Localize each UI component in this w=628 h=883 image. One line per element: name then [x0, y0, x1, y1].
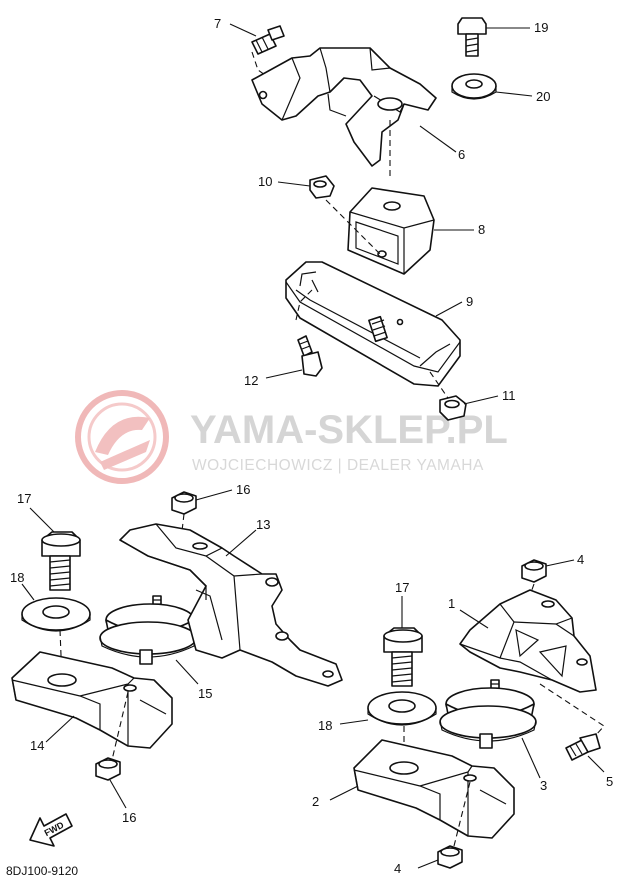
nut-16-left-top [171, 491, 197, 515]
callout-11: 11 [502, 388, 516, 403]
bracket-6 [251, 47, 437, 167]
watermark-logo-icon [75, 390, 169, 484]
nut-16-left-bottom [95, 757, 121, 781]
bracket-14 [11, 651, 173, 749]
callout-16-left-top: 16 [236, 482, 250, 497]
axis-10 [325, 199, 381, 255]
callout-12: 12 [244, 373, 258, 388]
axis-11 [429, 371, 449, 399]
bolt-5 [565, 733, 601, 761]
bolt-19 [457, 17, 487, 57]
callout-14: 14 [30, 738, 44, 753]
axis-16-left [111, 691, 129, 761]
callout-20: 20 [536, 89, 550, 104]
callout-8: 8 [478, 222, 485, 237]
bolt-7 [251, 25, 285, 55]
axis-16-top [179, 513, 185, 549]
bracket-2 [353, 739, 515, 839]
callout-16-left-bottom: 16 [122, 810, 136, 825]
callout-1: 1 [448, 596, 455, 611]
nut-10 [309, 175, 335, 199]
fwd-arrow-icon: FWD [29, 813, 73, 847]
washer-20 [451, 73, 497, 100]
callout-19: 19 [534, 20, 548, 35]
callout-9: 9 [466, 294, 473, 309]
damper-15 [99, 595, 197, 665]
bracket-13 [119, 523, 343, 687]
callout-10: 10 [258, 174, 272, 189]
callout-7: 7 [214, 16, 221, 31]
bracket-1 [459, 589, 597, 693]
callout-3: 3 [540, 778, 547, 793]
callout-2: 2 [312, 794, 319, 809]
callout-4-top: 4 [577, 552, 584, 567]
callout-15: 15 [198, 686, 212, 701]
nut-11 [439, 395, 467, 421]
callout-13: 13 [256, 517, 270, 532]
damper-plate-9 [285, 261, 461, 387]
damper-8 [347, 187, 435, 275]
bolt-17-right [383, 627, 423, 687]
nut-4-top [521, 559, 547, 583]
bolt-17-left [41, 531, 81, 591]
drawing-code: 8DJ100-9120 [6, 864, 78, 878]
axis-4-bottom [453, 781, 471, 847]
callout-4-bottom: 4 [394, 861, 401, 876]
callout-5: 5 [606, 774, 613, 789]
callouts: 7 19 20 6 10 8 9 12 11 17 16 13 18 15 14… [10, 16, 613, 876]
watermark-subtitle: WOJCIECHOWICZ | DEALER YAMAHA [192, 457, 484, 474]
nut-4-bottom [437, 845, 463, 869]
callout-17-left: 17 [17, 491, 31, 506]
callout-18-right: 18 [318, 718, 332, 733]
washer-18-left [21, 597, 91, 632]
callout-17-right: 17 [395, 580, 409, 595]
callout-18-left: 18 [10, 570, 24, 585]
axis-12 [295, 289, 313, 321]
damper-3 [439, 679, 537, 749]
washer-18-right [367, 691, 437, 726]
bolt-12 [297, 335, 323, 377]
callout-6: 6 [458, 147, 465, 162]
